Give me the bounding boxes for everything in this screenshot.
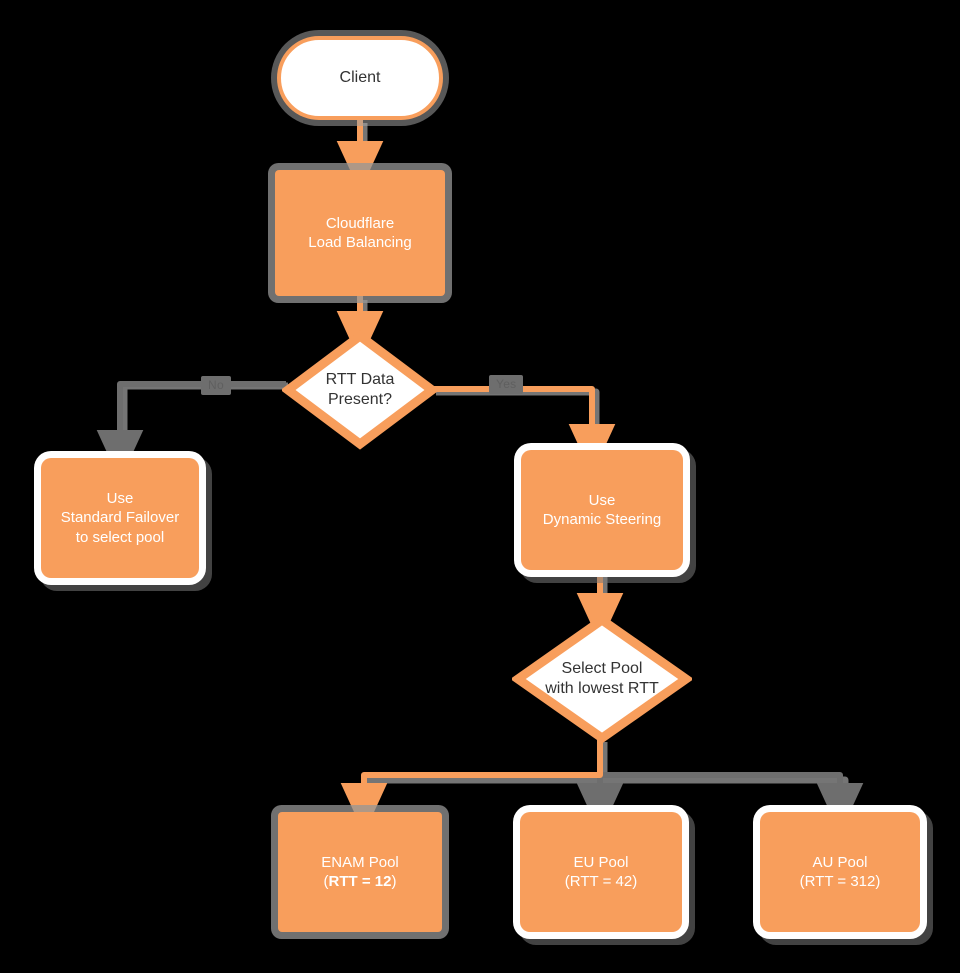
- edge-label-no: No: [201, 376, 231, 396]
- node-rtt-line2: Present?: [327, 391, 393, 408]
- node-enam-pool[interactable]: ENAM Pool (RTT = 12): [278, 812, 442, 932]
- node-au-pool-paren-open: (: [799, 873, 805, 890]
- node-select-pool-lowest-rtt[interactable]: Select Pool with lowest RTT: [512, 614, 692, 744]
- node-standard-failover[interactable]: Use Standard Failover to select pool: [41, 458, 199, 578]
- node-rtt-data-present-label: RTT Data Present?: [282, 330, 438, 450]
- node-enam-pool-line1: ENAM Pool: [321, 853, 399, 871]
- node-enam-pool-line2: (RTT = 12): [324, 872, 397, 892]
- node-cloudflare-load-balancing-line1: Cloudflare: [325, 214, 395, 232]
- node-au-pool-line1: AU Pool: [812, 853, 868, 871]
- diamond-shape-rtt: [282, 330, 438, 450]
- node-eu-pool-line1: EU Pool: [573, 853, 629, 871]
- node-standard-failover-line2: Standard Failover: [60, 509, 180, 527]
- node-au-pool[interactable]: AU Pool (RTT = 312): [760, 812, 920, 932]
- diamond-shape-select-pool: [512, 614, 692, 744]
- node-eu-pool[interactable]: EU Pool (RTT = 42): [520, 812, 682, 932]
- edge-rtt-to-dynamic-steering: [434, 386, 616, 475]
- node-rtt-line1: RTT Data: [325, 370, 395, 388]
- node-select-pool-line1: Select Pool: [561, 659, 643, 677]
- node-au-pool-line2: (RTT = 312): [800, 872, 881, 892]
- edge-label-yes: Yes: [489, 375, 524, 395]
- node-client[interactable]: Client: [277, 36, 443, 120]
- node-eu-pool-rtt: RTT = 42: [569, 873, 633, 890]
- edge-selectpool-to-au: [600, 772, 864, 834]
- node-cloudflare-load-balancing[interactable]: Cloudflare Load Balancing: [275, 170, 445, 296]
- node-au-pool-rtt: RTT = 312: [804, 873, 876, 890]
- node-select-pool-line2: with lowest RTT: [545, 680, 659, 697]
- node-enam-pool-paren-open: (: [323, 873, 329, 890]
- node-eu-pool-line2: (RTT = 42): [565, 872, 637, 892]
- node-enam-pool-rtt: RTT = 12: [328, 873, 392, 890]
- edge-selectpool-to-enam: [340, 740, 603, 834]
- node-enam-pool-paren-close: ): [391, 873, 397, 890]
- node-client-label: Client: [339, 68, 381, 86]
- node-au-pool-paren-close: ): [875, 873, 881, 890]
- node-dynamic-steering-line2: Dynamic Steering: [542, 511, 662, 528]
- node-dynamic-steering-line1: Use: [588, 491, 616, 509]
- node-eu-pool-paren-open: (: [564, 873, 570, 890]
- node-rtt-data-present[interactable]: RTT Data Present?: [282, 330, 438, 450]
- node-dynamic-steering[interactable]: Use Dynamic Steering: [521, 450, 683, 570]
- node-select-pool-label: Select Pool with lowest RTT: [512, 614, 692, 744]
- node-standard-failover-line3: to select pool: [75, 528, 165, 546]
- node-standard-failover-line1: Use: [106, 489, 134, 507]
- node-cloudflare-load-balancing-line2: Load Balancing: [308, 234, 412, 251]
- node-eu-pool-paren-close: ): [632, 873, 638, 890]
